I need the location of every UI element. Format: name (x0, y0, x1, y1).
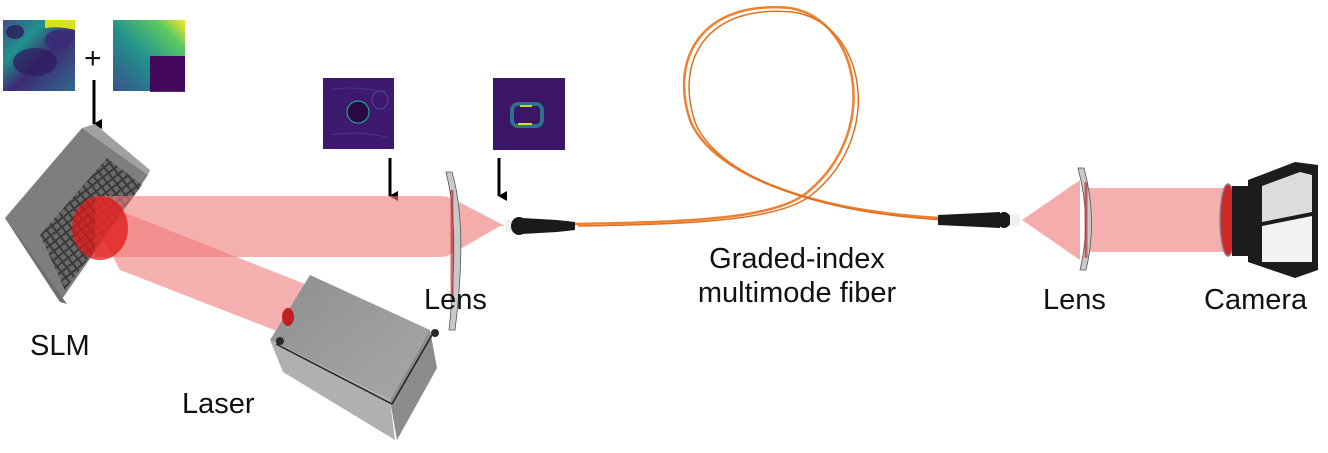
label-slm: SLM (30, 330, 90, 362)
plus-sign: + (84, 42, 102, 75)
focus-cone-input (455, 200, 505, 252)
amplitude-image-inset (3, 20, 75, 91)
output-cone (1022, 180, 1080, 260)
label-fiber-line2: multimode fiber (697, 277, 897, 309)
label-camera: Camera (1204, 284, 1308, 316)
label-fiber-line1: Graded-index (709, 243, 885, 275)
phase-vortex-inset (113, 20, 185, 92)
camera-device (1219, 162, 1318, 278)
output-lens (1077, 167, 1092, 271)
input-lens (445, 171, 462, 331)
beam-after-slm-inset (323, 78, 394, 149)
beam-lens-to-camera (1088, 188, 1225, 252)
multimode-fiber (574, 6, 946, 227)
label-laser: Laser (182, 388, 255, 420)
beam-at-fiber-input-inset (493, 78, 565, 150)
label-lens-input: Lens (424, 284, 487, 316)
fiber-connector-input (505, 217, 575, 235)
beam-slm-to-lens (95, 196, 455, 257)
label-fiber: Graded-index multimode fiber (642, 242, 952, 310)
laser-device (270, 275, 439, 440)
beam-spot-on-slm (72, 196, 128, 260)
fiber-connector-output (938, 212, 1020, 228)
label-lens-output: Lens (1043, 284, 1106, 316)
